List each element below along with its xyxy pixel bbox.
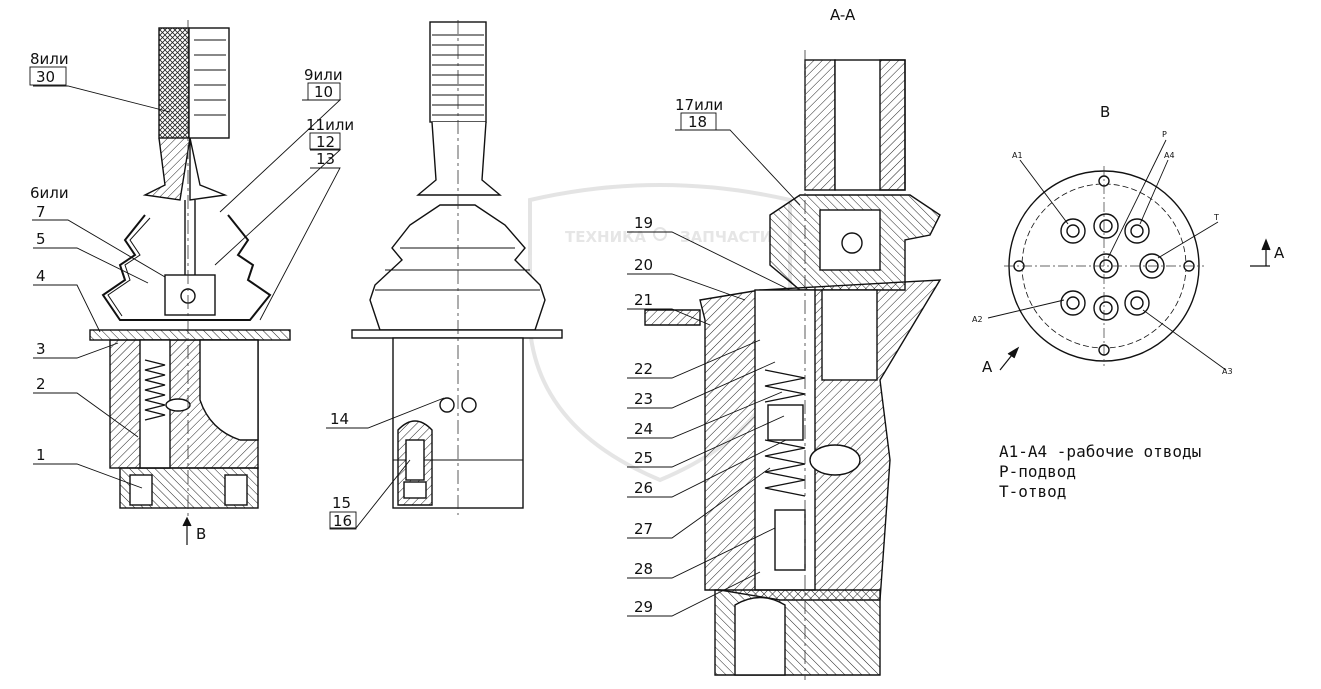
callout-11: 11или [306,116,354,134]
section-mark-right-label: A [1274,244,1285,262]
callout-3: 3 [36,340,46,358]
callout-17: 17или [675,96,723,114]
section-a-a-title: A-A [830,6,856,24]
watermark-right-text: ЗАПЧАСТИ [680,228,772,246]
callout-25: 25 [634,449,653,467]
legend-line-return: Т-отвод [999,482,1067,501]
callout-30: 30 [36,68,55,86]
callout-23: 23 [634,390,653,408]
callout-5: 5 [36,230,46,248]
callout-18-box [680,112,717,131]
port-a4-label: A4 [1164,151,1175,160]
callout-13: 13 [316,150,335,168]
callout-29: 29 [634,598,653,616]
callout-2: 2 [36,375,46,393]
view-b-center-lines [1004,166,1204,366]
view-arrow-b-label: B [196,525,206,543]
callout-19: 19 [634,214,653,232]
callout-26: 26 [634,479,653,497]
view-b-port-leaders [987,139,1227,371]
callout-8: 8или [30,50,69,68]
callout-6: 6или [30,184,69,202]
callout-9: 9или [304,66,343,84]
callout-16-box [329,511,357,530]
callout-12: 12 [316,133,335,151]
callout-16: 16 [333,512,352,530]
callout-labels: 1 2 3 4 5 6или 7 8или 30 9или 10 11или 1… [29,50,723,616]
callout-30-box [29,66,67,86]
callout-27: 27 [634,520,653,538]
view-b-title: B [1100,103,1110,121]
callout-10: 10 [314,83,333,101]
callout-18: 18 [688,113,707,131]
callout-20: 20 [634,256,653,274]
section-mark-bottom-label: A [982,358,993,376]
callout-4: 4 [36,267,46,285]
section-a-a-view [644,59,942,676]
view-arrow-b [182,516,192,545]
port-a1-label: A1 [1012,151,1023,160]
callout-22: 22 [634,360,653,378]
section-mark-right [1250,238,1271,267]
callout-28: 28 [634,560,653,578]
middle-exterior-view [351,21,563,509]
port-a2-label: A2 [972,315,983,324]
callout-10-box [307,82,341,101]
callout-1: 1 [36,446,46,464]
left-section-view [89,27,291,509]
callout-14: 14 [330,410,349,428]
callout-12-box [309,132,341,150]
port-t-label: T [1213,213,1219,222]
section-mark-bottom [999,346,1020,371]
legend-line-supply: Р-подвод [999,462,1077,481]
port-p-label: P [1162,130,1167,139]
watermark-left-text: ТЕХНИКА [565,228,646,246]
port-legend: А1-А4 -рабочие отводы Р-подвод Т-отвод [999,442,1201,502]
legend-line-working-ports: А1-А4 -рабочие отводы [999,442,1202,461]
callout-7: 7 [36,203,46,221]
callout-21: 21 [634,291,653,309]
callout-24: 24 [634,420,653,438]
callout-15: 15 [332,494,351,512]
port-a3-label: A3 [1222,367,1233,376]
